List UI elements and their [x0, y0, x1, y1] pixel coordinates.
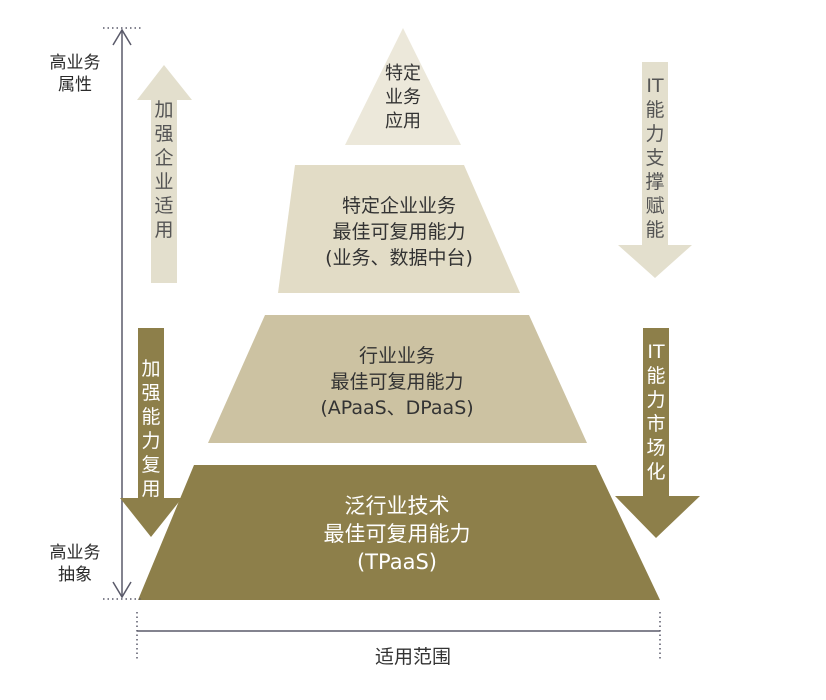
- vertical-char-4: 复: [141, 454, 161, 476]
- axis-top-label-line-1: 高业务: [49, 53, 101, 73]
- tier-2-text: 特定企业业务 最佳可复用能力 (业务、数据中台): [299, 193, 499, 271]
- scope-label: 适用范围: [374, 646, 451, 668]
- vertical-char-2: 力: [646, 389, 666, 411]
- vertical-char-0: 加: [154, 99, 174, 121]
- tier-4-line-1: 泛行业技术: [344, 494, 450, 518]
- left-up-arrow-label: 加强企业适用: [150, 98, 178, 242]
- tier-1-text: 特定 业务 应用: [353, 62, 453, 134]
- tier-3-line-1: 行业业务: [358, 345, 435, 367]
- right-lower-down-arrow: [615, 328, 700, 538]
- tier-2: [278, 165, 520, 293]
- tier-1-apex: [345, 28, 461, 145]
- vertical-char-1: 强: [154, 123, 174, 145]
- axis-bottom-arrowhead: [112, 581, 132, 599]
- axis-bottom-label-line-2: 抽象: [58, 565, 92, 585]
- vertical-char-6: 能: [645, 219, 665, 241]
- vertical-char-5: 用: [141, 478, 161, 500]
- vertical-char-1: 强: [141, 382, 161, 404]
- vertical-char-3: 市: [646, 413, 666, 435]
- tier-3-text: 行业业务 最佳可复用能力 (APaaS、DPaaS): [297, 343, 497, 421]
- tier-4-line-2: 最佳可复用能力: [323, 522, 471, 546]
- tier-3-line-2: 最佳可复用能力: [330, 371, 464, 393]
- axis-top-label-line-2: 属性: [58, 75, 92, 95]
- tier-4-text: 泛行业技术 最佳可复用能力 (TPaaS): [297, 492, 497, 576]
- vertical-char-5: 化: [646, 461, 666, 483]
- vertical-char-0: 加: [141, 358, 161, 380]
- vertical-char-5: 赋: [645, 195, 665, 217]
- vertical-char-0: IT: [647, 341, 665, 363]
- tier-2-line-2: 最佳可复用能力: [332, 221, 466, 243]
- vertical-char-1: 能: [645, 99, 665, 121]
- vertical-char-5: 用: [154, 219, 174, 241]
- vertical-axis: [103, 27, 142, 600]
- vertical-char-3: 力: [141, 430, 161, 452]
- vertical-char-3: 支: [645, 147, 665, 169]
- tier-1-line-2: 业务: [385, 87, 421, 108]
- tier-1-line-3: 应用: [385, 111, 421, 132]
- vertical-char-4: 撑: [645, 171, 665, 193]
- left-down-arrow-label: 加强能力复用: [137, 357, 165, 501]
- tier-1-line-1: 特定: [385, 63, 421, 84]
- left-down-arrow: [120, 328, 182, 537]
- tier-2-line-1: 特定企业业务: [341, 195, 456, 217]
- axis-top-arrowhead: [112, 28, 132, 46]
- scope-bracket: [136, 612, 661, 660]
- tier-3-line-3: (APaaS、DPaaS): [320, 397, 474, 419]
- vertical-char-1: 能: [646, 365, 666, 387]
- left-up-arrow: [137, 65, 192, 283]
- tier-4-line-3: (TPaaS): [356, 550, 437, 574]
- axis-top-label: 高业务 属性: [36, 52, 114, 96]
- vertical-char-2: 企: [154, 147, 174, 169]
- vertical-char-4: 适: [154, 195, 174, 217]
- tier-3: [208, 315, 587, 443]
- vertical-char-4: 场: [646, 437, 666, 459]
- right-upper-down-arrow: [618, 62, 692, 278]
- axis-bottom-label-line-1: 高业务: [49, 543, 101, 563]
- vertical-char-0: IT: [646, 75, 664, 97]
- tier-2-line-3: (业务、数据中台): [325, 247, 473, 269]
- vertical-char-3: 业: [154, 171, 174, 193]
- tier-4-base: [138, 465, 660, 600]
- vertical-char-2: 力: [645, 123, 665, 145]
- axis-bottom-label: 高业务 抽象: [36, 542, 114, 586]
- vertical-char-2: 能: [141, 406, 161, 428]
